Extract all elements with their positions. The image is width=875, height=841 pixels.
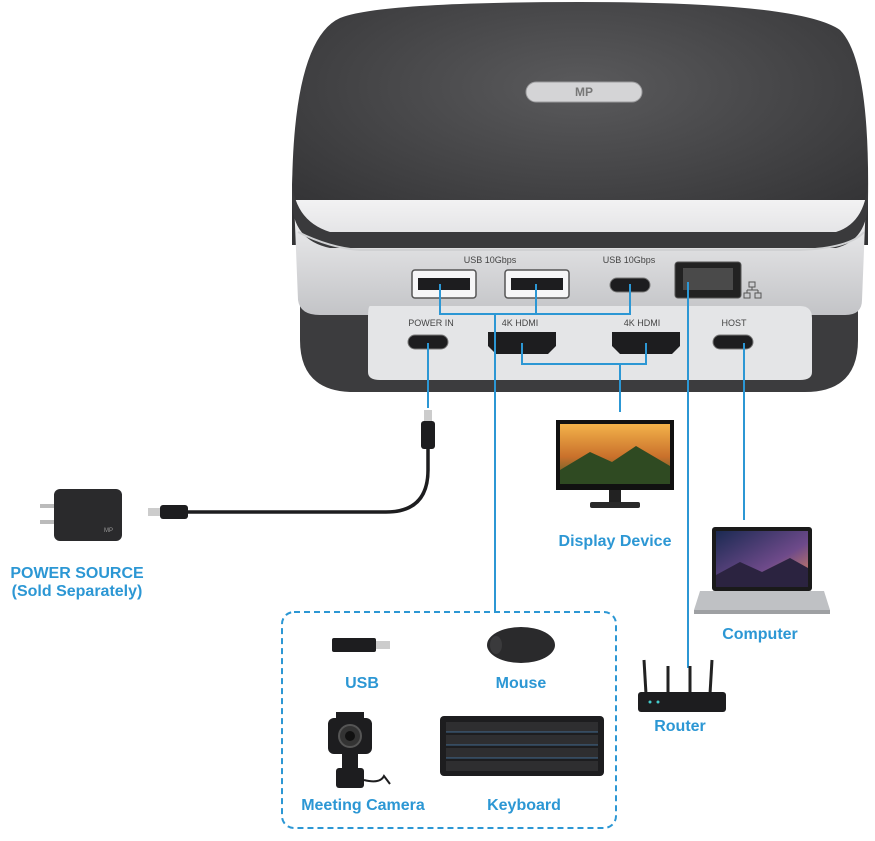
port-usb-a-1 [411, 269, 477, 299]
network-icon [743, 281, 762, 299]
usb-c-port-label: USB 10Gbps [602, 255, 656, 265]
port-ethernet [674, 261, 742, 299]
svg-text:MP: MP [104, 528, 113, 534]
port-host [712, 334, 754, 350]
power-in-port-label: POWER IN [408, 318, 454, 328]
keyboard-label: Keyboard [487, 797, 561, 814]
hdmi-2-port-label: 4K HDMI [623, 318, 661, 328]
keyboard [440, 716, 604, 776]
peripherals-box [281, 611, 617, 829]
power-source-label: POWER SOURCE (Sold Separately) [0, 565, 154, 601]
connection-lines [427, 282, 745, 668]
meeting-camera-label: Meeting Camera [301, 797, 425, 814]
usb-c-cable [148, 410, 435, 519]
power-source-title: POWER SOURCE [10, 565, 144, 582]
usb-a-port-label: USB 10Gbps [463, 255, 517, 265]
computer-label: Computer [722, 626, 798, 643]
usb-label: USB [345, 675, 379, 692]
router-label: Router [654, 718, 706, 735]
router [638, 659, 726, 712]
mouse-label: Mouse [495, 675, 547, 692]
display-device-label: Display Device [558, 533, 672, 550]
host-port-label: HOST [721, 318, 747, 328]
mouse [487, 627, 555, 663]
brand-logo: MP [575, 85, 593, 99]
power-adapter: MP [40, 489, 122, 541]
webcam [328, 712, 391, 788]
usb-stick [332, 638, 390, 652]
display-monitor [556, 420, 674, 508]
hdmi-1-port-label: 4K HDMI [501, 318, 539, 328]
laptop [694, 527, 830, 614]
power-source-note: (Sold Separately) [11, 583, 143, 600]
docking-station [292, 2, 869, 392]
